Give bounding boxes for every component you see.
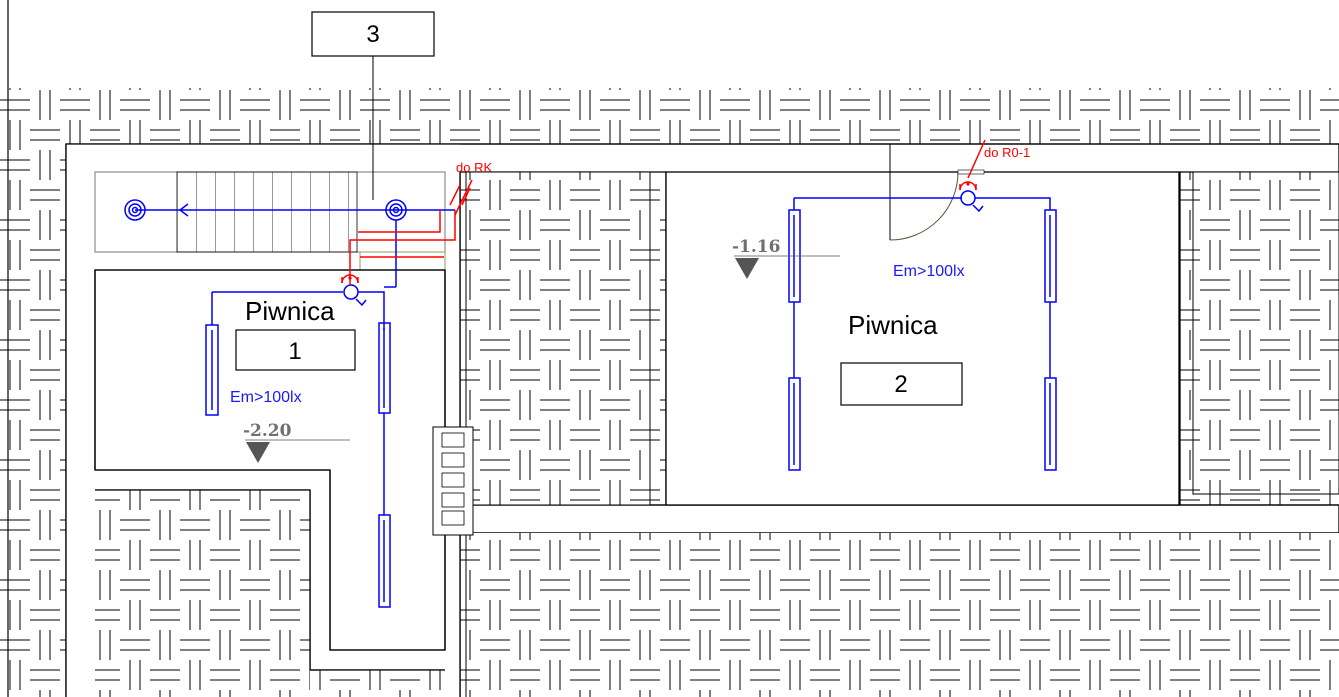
svg-text:-1.16: -1.16 [732,237,780,257]
staircase-number: 3 [366,21,379,48]
power-circuit [341,139,986,285]
feed-label-right: do R0-1 [984,145,1030,160]
room-2-number-box [840,362,963,406]
level-marker-room-2: -1.16 [732,237,840,279]
room-2-number: 2 [894,371,907,398]
level-marker-room-1: -2.20 [243,421,350,463]
room-1-number-box [235,329,356,371]
room-1-name: Piwnica [245,296,335,326]
room-2-outline [665,171,1180,506]
room-2-name: Piwnica [848,310,938,340]
room-2-lux: Em>100lx [893,263,965,280]
room-1-number: 1 [288,338,301,365]
staircase-number-box: 3 [311,11,435,200]
svg-text:-2.20: -2.20 [243,421,292,441]
room-1-lux: Em>100lx [230,389,302,406]
feed-label-left: do RK [456,160,492,175]
wall-cabinet [432,426,474,536]
